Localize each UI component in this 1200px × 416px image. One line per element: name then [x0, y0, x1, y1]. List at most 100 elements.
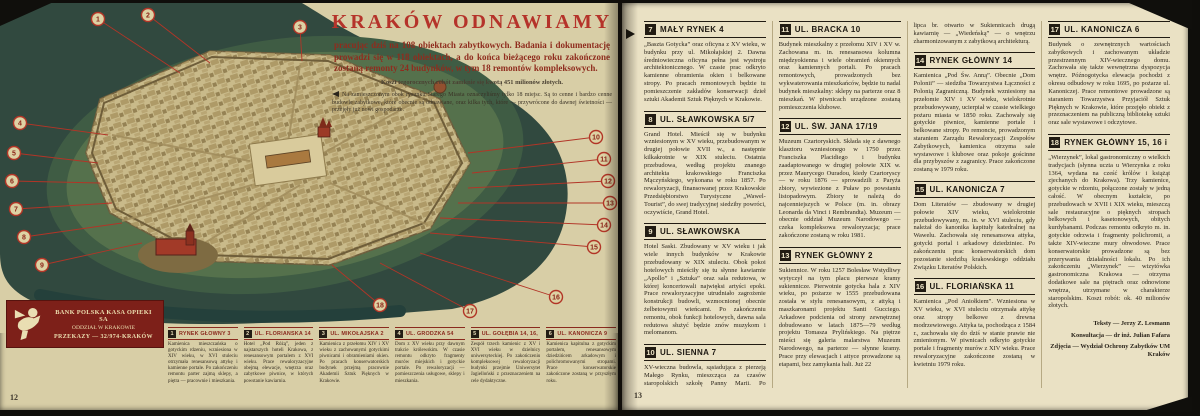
map-marker: 16	[419, 252, 564, 305]
svg-text:6: 6	[10, 179, 14, 186]
entry-number: 18	[1049, 136, 1061, 148]
map-marker: 2	[140, 7, 211, 64]
entry-body: Kamienica z przełomu XIV i XV wieku z za…	[319, 342, 390, 384]
map-marker: 7	[8, 201, 113, 217]
entry-number: 17	[1049, 24, 1061, 35]
entry-body: Dom z XV wieku przy dawnym trakcie króle…	[395, 342, 465, 384]
entry-number: 7	[645, 24, 656, 35]
bank-banner: BANK POLSKA KASA OPIEKI SA ODDZIAŁ W KRA…	[6, 300, 164, 348]
svg-text:5: 5	[12, 151, 16, 158]
bank-name: BANK POLSKA KASA OPIEKI SA	[55, 308, 152, 323]
map-marker: 1	[90, 11, 181, 74]
entry-number: 1	[168, 329, 176, 338]
svg-text:16: 16	[552, 295, 560, 302]
svg-text:11: 11	[600, 157, 608, 164]
entry-body: Grand Hotel. Mieścił się w budynku wznie…	[644, 130, 766, 216]
wawel-castle	[138, 223, 218, 273]
entry-number: 10	[645, 347, 656, 359]
entry-title: UL. SŁAWKOWSKA	[660, 227, 741, 237]
map-marker: 12	[467, 173, 616, 189]
article-lede: pracując dziś na 108 obiektach zabytkowy…	[334, 40, 610, 74]
credit-line: Teksty — Jerzy Z. Lesmann	[1093, 320, 1170, 328]
continuation-arrow-icon	[626, 29, 635, 39]
entry-number: 12	[779, 121, 791, 133]
entry-number: 16	[914, 281, 926, 293]
entry-number: 2	[243, 329, 252, 338]
map-marker: 18	[331, 264, 388, 313]
bank-branch: ODDZIAŁ W KRAKOWIE	[71, 324, 136, 331]
svg-text:4: 4	[18, 121, 22, 128]
bank-banner-text: BANK POLSKA KASA OPIEKI SA ODDZIAŁ W KRA…	[50, 309, 157, 340]
entry-title: UL. SIENNA 7	[660, 348, 717, 358]
svg-text:14: 14	[600, 223, 608, 230]
entry-number: 5	[470, 329, 479, 338]
entry-title: RYNEK GŁÓWNY 2	[794, 250, 873, 260]
barbican	[433, 80, 447, 94]
cost-line: Koszt tegorocznych robót zamknie się kwo…	[380, 79, 564, 87]
entry-number: 8	[645, 113, 656, 125]
svg-text:15: 15	[590, 245, 598, 252]
page-title: KRAKÓW ODNAWIAMY	[331, 11, 613, 33]
svg-text:17: 17	[466, 309, 474, 316]
entry-number: 11	[779, 24, 791, 35]
map-note-text: Na zamieszczonym obok rysunku Starego Mi…	[332, 92, 612, 114]
entry-title: UL. ŚW. JANA 17/19	[794, 122, 878, 132]
entry-body: Budynek mieszkalny z przełomu XIV i XV w…	[778, 41, 901, 111]
entry-13-continuation: lipca br. otwarto w Sukiennicach drugą k…	[913, 22, 1036, 45]
map-marker: 9	[34, 242, 143, 273]
page-number-left: 12	[10, 393, 18, 402]
entry-body: Dom Literatów — zbudowany w drugiej poło…	[913, 201, 1036, 271]
entry-body: Muzeum Czartoryskich. Składa się z dawne…	[778, 138, 901, 240]
svg-text:13: 13	[606, 201, 614, 208]
entry-body: Hotel Saski. Zbudowany w XV wieku i jak …	[644, 243, 766, 337]
krakow-map: 1 2 3 4 5 6 7 8 9 10 11 12 13 14 15 16 1…	[0, 3, 618, 333]
entry-body: Hotel „Pod Różą”, jeden z najstarszych h…	[243, 342, 314, 384]
entry-number: 3	[319, 329, 328, 338]
entry-body: Zespół trzech kamienic z XV i XVI wieku …	[470, 342, 541, 384]
sukiennice-building	[264, 149, 312, 169]
map-marker: 8	[16, 222, 123, 245]
cherub-icon	[14, 308, 41, 340]
entry-body: XV-wieczna budowla, sąsiadująca z pierze…	[644, 364, 766, 388]
map-marker: 15	[429, 232, 602, 255]
entry-title: MAŁY RYNEK 4	[660, 25, 724, 34]
street	[111, 64, 439, 248]
svg-text:3: 3	[298, 25, 302, 32]
entry-number: 6	[546, 329, 555, 338]
entry-body: Kamienica „Pod Aniołkiem”. Wzniesiona w …	[913, 298, 1036, 368]
entry-title: UL. GRODZKA 54	[406, 330, 454, 337]
map-note: Na zamieszczonym obok rysunku Starego Mi…	[332, 91, 612, 115]
svg-text:7: 7	[14, 207, 18, 214]
credit-line: Zdjęcia — Wydział Ochrony Zabytków UM Kr…	[1050, 342, 1170, 359]
map-marker: 10	[467, 129, 604, 154]
article-header: KRAKÓW ODNAWIAMY pracując dziś na 108 ob…	[330, 9, 614, 115]
bank-account: PRZEKAZY — 32/974-KRAKÓW	[53, 333, 154, 340]
